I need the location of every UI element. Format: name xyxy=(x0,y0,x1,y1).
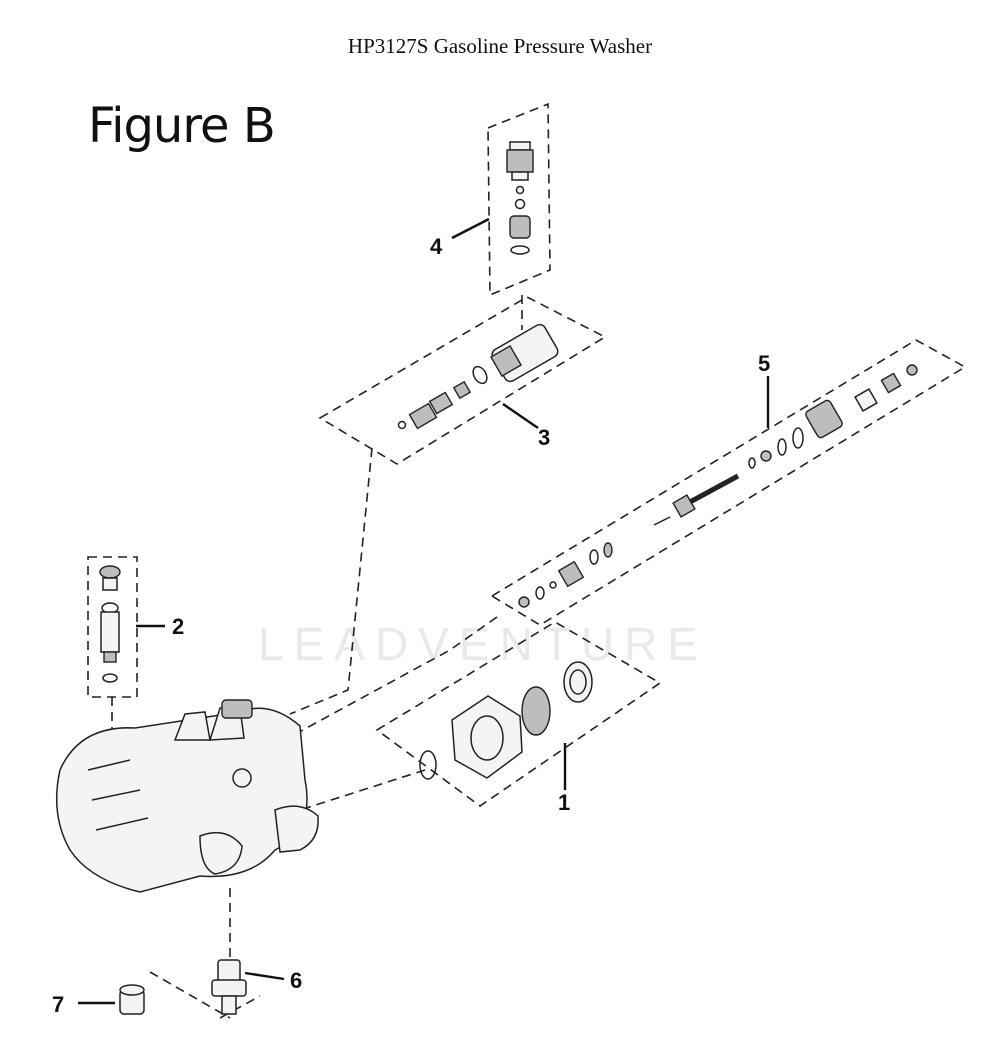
part-group-4 xyxy=(506,141,534,255)
callout-4: 4 xyxy=(430,234,443,259)
figure-title: Figure B xyxy=(88,98,276,154)
part-group-3 xyxy=(397,323,559,430)
callout-2: 2 xyxy=(172,614,184,639)
callout-3: 3 xyxy=(538,425,550,450)
group-box-4 xyxy=(487,102,551,297)
callout-7: 7 xyxy=(52,992,64,1017)
pump-housing xyxy=(55,699,319,893)
part-7 xyxy=(119,984,145,1015)
callout-5: 5 xyxy=(758,351,770,376)
part-group-2 xyxy=(99,565,121,683)
group-box-1 xyxy=(375,621,662,807)
group-box-2 xyxy=(87,556,138,698)
part-group-5 xyxy=(518,364,918,608)
part-6 xyxy=(211,959,247,1015)
callout-6: 6 xyxy=(290,968,302,993)
alignment-lines xyxy=(111,295,523,1019)
watermark: LEADVENTURE xyxy=(258,618,708,670)
leader-lines xyxy=(78,217,770,1005)
group-box-3 xyxy=(318,296,607,465)
document-title: HP3127S Gasoline Pressure Washer xyxy=(347,34,653,58)
group-box-5 xyxy=(490,339,967,626)
callout-1: 1 xyxy=(558,790,570,815)
part-group-1 xyxy=(419,661,593,780)
